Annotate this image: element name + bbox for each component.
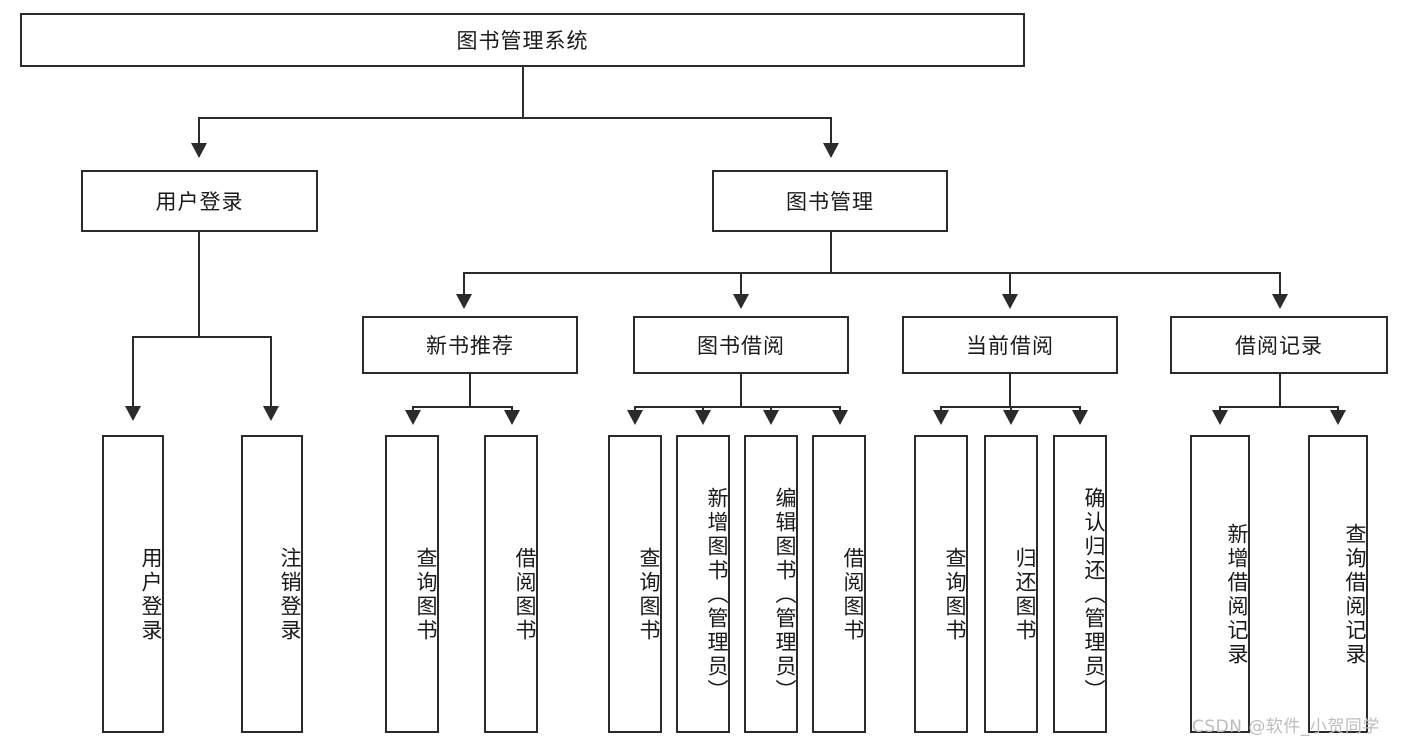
node-label: 用户登录 — [139, 547, 163, 643]
node-return-book[interactable]: 归还图书 — [984, 435, 1038, 733]
node-query-borrow-record[interactable]: 查询借阅记录 — [1308, 435, 1368, 733]
arrow-new-book-to-c1 — [405, 410, 421, 425]
node-label: 查询图书 — [943, 547, 967, 643]
node-book-borrow[interactable]: 图书借阅 — [633, 316, 849, 374]
node-label: 用户登录 — [155, 190, 244, 214]
node-label: 借阅图书 — [513, 547, 537, 643]
edge-to-new-book-recommend — [463, 272, 465, 296]
edge-to-book-borrow — [740, 272, 742, 296]
arrow-borrow-record-to-c2 — [1330, 410, 1346, 425]
edge-current-borrow-to-c3 — [1079, 406, 1081, 412]
node-user-login-leaf[interactable]: 用户登录 — [102, 435, 164, 733]
edge-new-book-stem — [469, 374, 471, 406]
edge-current-borrow-to-c2 — [1010, 406, 1012, 412]
node-label: 查询图书 — [414, 547, 438, 643]
edge-root-to-user-login — [198, 117, 200, 145]
arrow-current-borrow-to-c2 — [1003, 410, 1019, 425]
node-add-borrow-record[interactable]: 新增借阅记录 — [1190, 435, 1250, 733]
edge-to-user-logout-leaf — [270, 336, 272, 408]
arrow-to-user-logout-leaf — [263, 406, 279, 421]
edge-to-borrow-record — [1279, 272, 1281, 296]
edge-root-bus — [198, 117, 832, 119]
edge-book-mgmt-bus — [463, 272, 1280, 274]
node-label: 查询图书 — [637, 547, 661, 643]
edge-current-borrow-to-c1 — [940, 406, 942, 412]
node-label: 新增借阅记录 — [1225, 523, 1249, 667]
node-add-book-admin[interactable]: 新增图书（管理员） — [676, 435, 730, 733]
arrow-to-book-borrow — [733, 294, 749, 309]
edge-new-book-bus — [412, 406, 512, 408]
edge-root-stem — [522, 67, 524, 117]
node-book-management[interactable]: 图书管理 — [712, 170, 948, 232]
node-current-borrow[interactable]: 当前借阅 — [902, 316, 1118, 374]
node-label: 注销登录 — [278, 547, 302, 643]
edge-new-book-to-c2 — [511, 406, 513, 412]
node-label: 查询借阅记录 — [1343, 523, 1367, 667]
arrow-to-borrow-record — [1272, 294, 1288, 309]
node-label: 借阅记录 — [1235, 334, 1323, 358]
edge-root-to-book-mgmt — [830, 117, 832, 145]
node-label: 新增图书（管理员） — [705, 487, 729, 703]
edge-book-borrow-bus — [634, 406, 841, 408]
arrow-to-user-login — [191, 143, 207, 158]
node-label: 新书推荐 — [426, 334, 514, 358]
arrow-to-user-login-leaf — [125, 406, 141, 421]
edge-user-login-bus — [132, 336, 270, 338]
edge-borrow-record-to-c2 — [1337, 406, 1339, 412]
node-query-book-1[interactable]: 查询图书 — [385, 435, 439, 733]
node-root-system[interactable]: 图书管理系统 — [20, 13, 1025, 67]
node-user-login[interactable]: 用户登录 — [81, 170, 318, 232]
arrow-book-borrow-to-c3 — [763, 410, 779, 425]
edge-book-mgmt-stem — [830, 232, 832, 272]
edge-borrow-record-bus — [1219, 406, 1338, 408]
arrow-to-book-mgmt — [823, 143, 839, 158]
edge-book-borrow-to-c4 — [839, 406, 841, 412]
node-label: 当前借阅 — [966, 334, 1054, 358]
node-label: 借阅图书 — [841, 547, 865, 643]
node-confirm-return-admin[interactable]: 确认归还（管理员） — [1053, 435, 1107, 733]
edge-borrow-record-to-c1 — [1219, 406, 1221, 412]
edge-new-book-to-c1 — [412, 406, 414, 412]
arrow-book-borrow-to-c4 — [832, 410, 848, 425]
arrow-book-borrow-to-c2 — [695, 410, 711, 425]
arrow-current-borrow-to-c3 — [1072, 410, 1088, 425]
edge-book-borrow-to-c1 — [634, 406, 636, 412]
edge-user-login-stem — [198, 232, 200, 336]
arrow-book-borrow-to-c1 — [627, 410, 643, 425]
edge-book-borrow-to-c2 — [702, 406, 704, 412]
node-label: 图书借阅 — [697, 334, 785, 358]
edge-borrow-record-stem — [1279, 374, 1281, 406]
arrow-current-borrow-to-c1 — [933, 410, 949, 425]
node-edit-book-admin[interactable]: 编辑图书（管理员） — [744, 435, 798, 733]
arrow-new-book-to-c2 — [504, 410, 520, 425]
edge-current-borrow-stem — [1009, 374, 1011, 406]
node-label: 归还图书 — [1013, 547, 1037, 643]
arrow-to-new-book-recommend — [456, 294, 472, 309]
node-label: 编辑图书（管理员） — [773, 487, 797, 703]
node-label: 确认归还（管理员） — [1082, 487, 1106, 703]
node-query-book-3[interactable]: 查询图书 — [914, 435, 968, 733]
node-label: 图书管理 — [786, 190, 874, 214]
edge-to-user-login-leaf — [132, 336, 134, 408]
arrow-borrow-record-to-c1 — [1212, 410, 1228, 425]
node-user-logout-leaf[interactable]: 注销登录 — [241, 435, 303, 733]
edge-book-borrow-to-c3 — [770, 406, 772, 412]
arrow-to-current-borrow — [1002, 294, 1018, 309]
node-label: 图书管理系统 — [456, 29, 589, 53]
node-borrow-book-2[interactable]: 借阅图书 — [812, 435, 866, 733]
node-new-book-recommend[interactable]: 新书推荐 — [362, 316, 578, 374]
node-borrow-book-1[interactable]: 借阅图书 — [484, 435, 538, 733]
edge-to-current-borrow — [1009, 272, 1011, 296]
edge-book-borrow-stem — [740, 374, 742, 406]
node-borrow-record[interactable]: 借阅记录 — [1170, 316, 1388, 374]
node-query-book-2[interactable]: 查询图书 — [608, 435, 662, 733]
